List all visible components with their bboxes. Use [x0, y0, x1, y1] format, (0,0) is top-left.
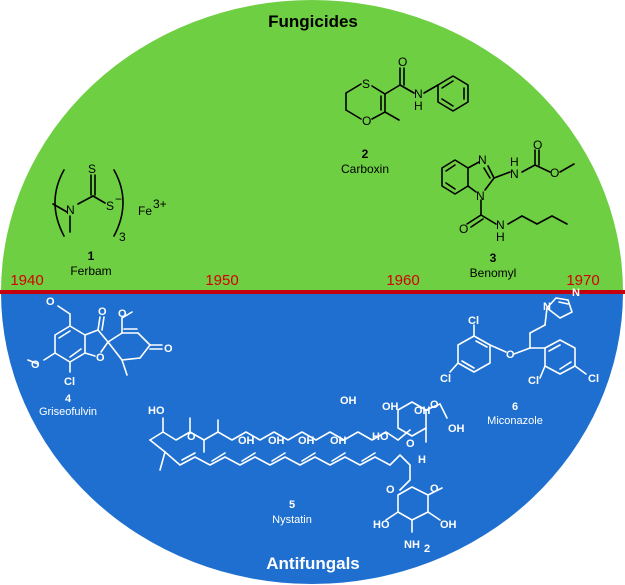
ferbam-structure: S N S − 3 Fe 3+ — [52, 162, 167, 244]
griseofulvin-structure: O O O O O O Cl — [27, 296, 173, 388]
compound-name: Carboxin — [341, 162, 389, 176]
atom-label: O — [550, 166, 559, 180]
atom-label: O — [98, 306, 107, 318]
atom-label: OH — [382, 401, 399, 413]
benomyl-structure: N N H N O O O N H — [441, 138, 575, 244]
atom-label: Cl — [528, 375, 539, 387]
atom-label: O — [398, 55, 407, 69]
atom-label: O — [164, 343, 173, 355]
atom-label: HO — [373, 519, 390, 531]
atom-label: N — [478, 153, 487, 167]
atom-label: NH — [404, 539, 420, 551]
atom-label: O — [506, 349, 515, 361]
compound-number: 3 — [490, 251, 497, 265]
atom-label: N — [543, 301, 551, 313]
compound-number: 1 — [88, 249, 95, 263]
atom-label: N — [414, 87, 423, 101]
compound-name: Miconazole — [487, 415, 543, 427]
compound-number: 6 — [512, 401, 518, 413]
atom-label: S — [106, 199, 114, 213]
nystatin-structure: O HO OH OH OH OH OH OH OH HO O O OH H O … — [148, 395, 465, 555]
atom-label: OH — [268, 435, 285, 447]
atom-label: OH — [414, 405, 431, 417]
atom-label: 3 — [119, 230, 126, 244]
atom-label: H — [510, 155, 519, 169]
compound-name: Nystatin — [272, 514, 312, 526]
atom-label: OH — [340, 395, 357, 407]
atom-label: O — [430, 399, 439, 411]
atom-label: Cl — [64, 376, 75, 388]
atom-label: O — [96, 352, 105, 364]
atom-label: 3+ — [153, 197, 167, 211]
atom-label: O — [46, 296, 55, 308]
atom-label: O — [430, 483, 439, 495]
atom-label: H — [418, 454, 426, 466]
atom-label: O — [187, 431, 196, 443]
atom-label: H — [496, 230, 505, 244]
atom-label: OH — [298, 435, 315, 447]
atom-label: H — [414, 99, 423, 113]
year-label: 1960 — [386, 272, 419, 289]
atom-label: − — [115, 192, 122, 206]
antifungals-title: Antifungals — [266, 554, 360, 573]
fungicides-title: Fungicides — [268, 12, 358, 31]
compound-name: Griseofulvin — [39, 406, 97, 418]
year-label: 1950 — [205, 272, 238, 289]
compound-name: Benomyl — [470, 266, 517, 280]
atom-label: N — [66, 203, 75, 217]
year-label: 1940 — [10, 272, 43, 289]
atom-label: Cl — [468, 315, 479, 327]
atom-label: OH — [448, 423, 465, 435]
atom-label: N — [476, 189, 485, 203]
atom-label: Cl — [440, 373, 451, 385]
carboxin-structure: S O O N H — [345, 55, 469, 128]
atom-label: OH — [238, 435, 255, 447]
atom-label: OH — [330, 435, 347, 447]
atom-label: N — [496, 218, 505, 232]
atom-label: HO — [372, 431, 389, 443]
atom-label: O — [406, 438, 415, 450]
atom-label: O — [362, 114, 371, 128]
atom-label: 2 — [424, 543, 430, 555]
miconazole-structure: Cl Cl O N N Cl Cl — [440, 287, 599, 387]
atom-label: O — [533, 138, 542, 152]
atom-label: O — [31, 359, 40, 371]
compound-number: 4 — [65, 393, 72, 405]
compound-number: 5 — [289, 499, 295, 511]
compound-name: Ferbam — [70, 264, 111, 278]
atom-label: S — [88, 162, 96, 176]
atom-label: S — [362, 77, 370, 91]
atom-label: Fe — [138, 204, 152, 218]
atom-label: O — [118, 308, 127, 320]
atom-label: O — [386, 484, 395, 496]
compound-number: 2 — [362, 147, 369, 161]
atom-label: OH — [440, 519, 457, 531]
atom-label: HO — [148, 405, 165, 417]
atom-label: Cl — [588, 373, 599, 385]
atom-label: N — [572, 287, 580, 299]
year-label: 1970 — [566, 272, 599, 289]
atom-label: O — [459, 222, 468, 236]
atom-label: N — [510, 167, 519, 181]
